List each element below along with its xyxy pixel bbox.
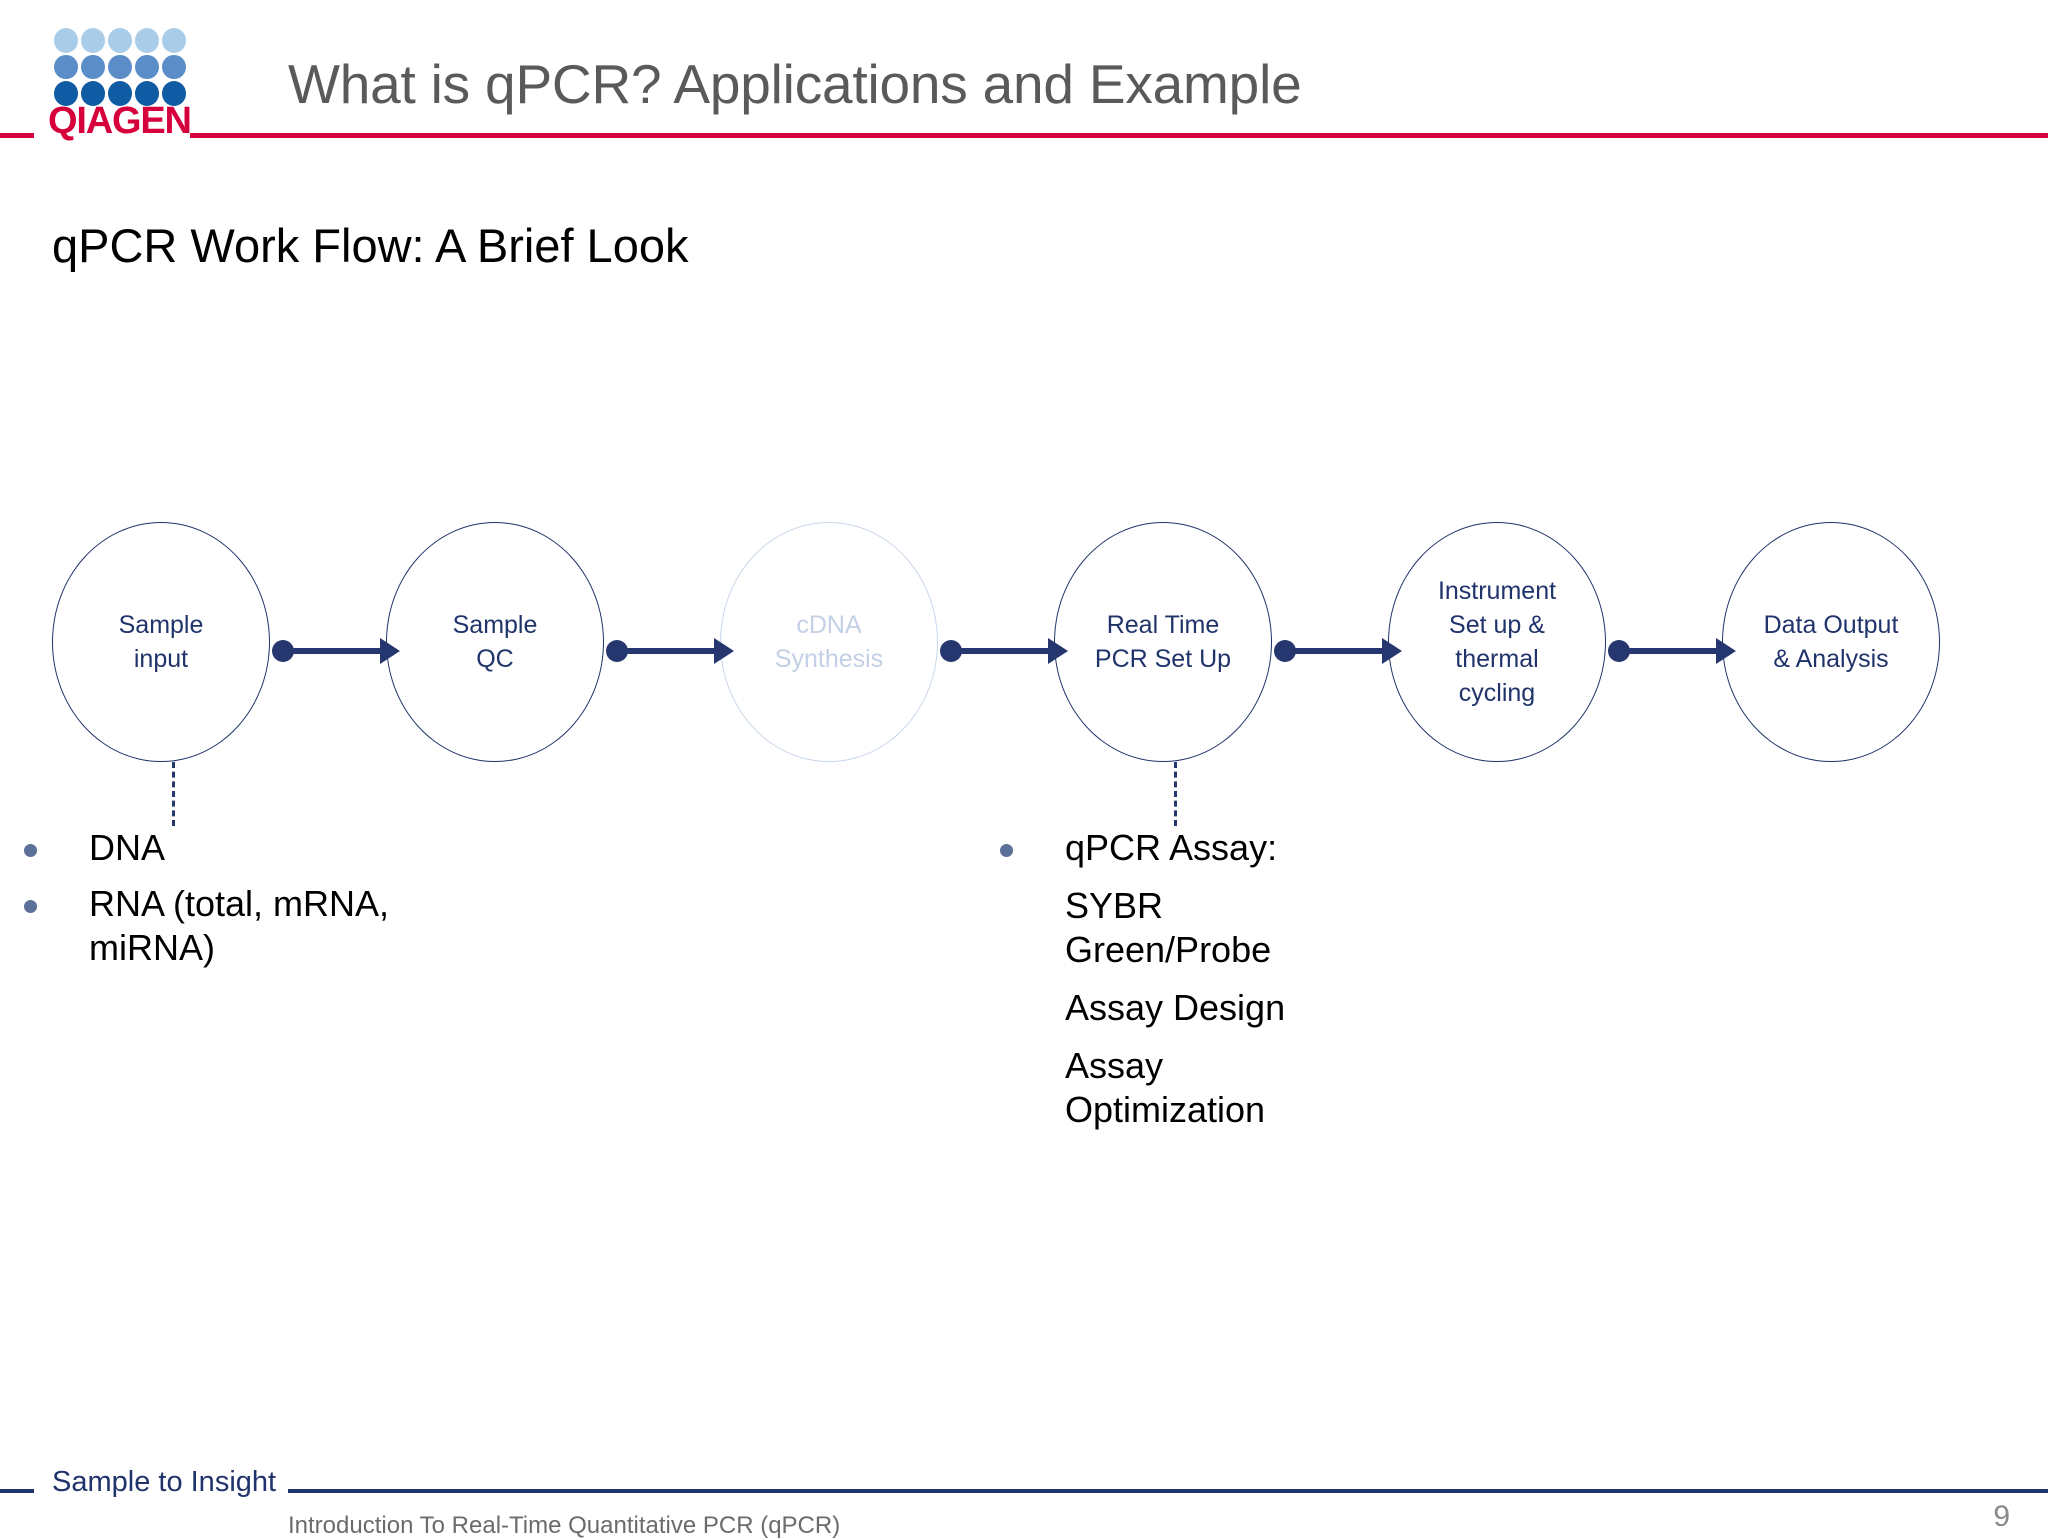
list-subitem-label: Assay Design xyxy=(1065,987,1286,1028)
footer-subject: Introduction To Real-Time Quantitative P… xyxy=(288,1512,841,1539)
footer-rule-left xyxy=(0,1489,34,1493)
list-subitem-label: SYBR Green/Probe xyxy=(1065,885,1272,970)
list-item[interactable]: RNA (total, mRNA, miRNA) xyxy=(24,882,454,970)
arrow-shaft xyxy=(960,648,1049,654)
arrowhead-icon xyxy=(1716,638,1736,664)
slide-header: QIAGEN What is qPCR? Applications and Ex… xyxy=(0,0,2048,150)
qiagen-wordmark: QIAGEN xyxy=(48,100,192,142)
flow-node-label: Data Output& Analysis xyxy=(1763,611,1899,673)
arrowhead-icon xyxy=(1382,638,1402,664)
right-bullet-list: qPCR Assay: SYBR Green/Probe Assay Desig… xyxy=(1000,826,1420,1146)
list-item-label: RNA (total, mRNA, miRNA) xyxy=(89,883,390,968)
flow-arrow-4 xyxy=(1274,638,1402,664)
arrowhead-icon xyxy=(380,638,400,664)
arrowhead-icon xyxy=(714,638,734,664)
qiagen-dot-grid-icon xyxy=(54,28,186,106)
bullet-dot-icon xyxy=(24,844,37,857)
page-title: What is qPCR? Applications and Example xyxy=(288,53,1302,115)
header-rule-left xyxy=(0,133,34,138)
flow-node-data-output-analysis[interactable]: Data Output& Analysis xyxy=(1722,522,1940,762)
flow-arrow-3 xyxy=(940,638,1068,664)
list-item-label: DNA xyxy=(89,827,166,868)
arrow-shaft xyxy=(1628,648,1717,654)
arrow-dot-icon xyxy=(606,640,628,662)
arrowhead-icon xyxy=(1048,638,1068,664)
section-subtitle: qPCR Work Flow: A Brief Look xyxy=(52,219,689,272)
bullet-dot-icon xyxy=(24,900,37,913)
list-item-label: qPCR Assay: xyxy=(1065,827,1278,868)
header-rule-right xyxy=(190,133,2048,138)
flow-arrow-1 xyxy=(272,638,400,664)
qiagen-logo: QIAGEN xyxy=(48,28,192,142)
arrow-shaft xyxy=(1294,648,1383,654)
arrow-dot-icon xyxy=(272,640,294,662)
arrow-dot-icon xyxy=(1608,640,1630,662)
list-item[interactable]: qPCR Assay: xyxy=(1000,826,1420,870)
left-bullet-list: DNA RNA (total, mRNA, miRNA) xyxy=(24,826,454,982)
footer-rule-right xyxy=(288,1489,2048,1493)
page-number: 9 xyxy=(1993,1500,2010,1533)
arrow-dot-icon xyxy=(940,640,962,662)
flow-arrow-2 xyxy=(606,638,734,664)
list-item[interactable]: DNA xyxy=(24,826,454,870)
footer-tagline: Sample to Insight xyxy=(52,1466,277,1498)
arrow-shaft xyxy=(626,648,715,654)
bullet-dot-icon xyxy=(1000,844,1013,857)
dashed-connector-real-time-pcr xyxy=(1174,762,1177,826)
list-subitem-label: Assay Optimization xyxy=(1065,1045,1266,1130)
flow-arrow-5 xyxy=(1608,638,1736,664)
dashed-connector-sample-input xyxy=(172,762,175,826)
arrow-shaft xyxy=(292,648,381,654)
arrow-dot-icon xyxy=(1274,640,1296,662)
